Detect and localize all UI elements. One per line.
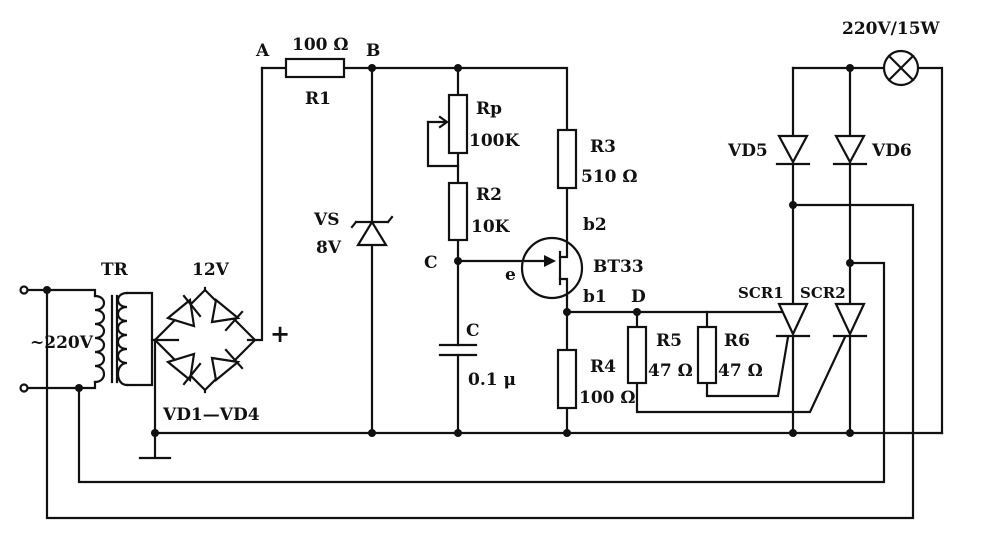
vd6-name-label: VD6 [871, 141, 912, 161]
junction-dots [43, 64, 854, 437]
b2-label: b2 [583, 215, 607, 235]
r2-value-label: 10K [471, 217, 511, 237]
r4-name-label: R4 [590, 357, 616, 377]
node-c-label: C [424, 253, 438, 273]
scr1 [775, 302, 811, 338]
ujt-name-label: BT33 [593, 257, 644, 277]
scr2-name-label: SCR2 [800, 284, 846, 302]
ac-terminal-top [19, 285, 29, 295]
r1-name-label: R1 [305, 89, 331, 109]
r5-value-label: 47 Ω [648, 361, 693, 381]
ujt-bt33 [520, 236, 584, 300]
ac-voltage-label: ~220V [30, 333, 94, 353]
rp-value-label: 100K [469, 131, 520, 151]
r2-name-label: R2 [476, 185, 502, 205]
lamp-rating-label: 220V/15W [842, 19, 941, 39]
cap-value-label: 0.1 μ [468, 370, 516, 390]
cap-name-label: C [466, 321, 480, 341]
lamp-icon [882, 49, 920, 87]
e-label: e [505, 265, 516, 285]
scr1-name-label: SCR1 [738, 284, 784, 302]
resistor-r2 [447, 181, 469, 242]
node-a-label: A [255, 41, 270, 61]
resistor-rp [447, 93, 469, 155]
resistor-r3 [556, 128, 578, 190]
rp-name-label: Rp [476, 99, 502, 119]
node-b-label: B [366, 41, 380, 61]
scr2 [832, 302, 868, 338]
ac-terminal-bottom [19, 383, 29, 393]
tr-name-label: TR [101, 260, 129, 280]
r3-name-label: R3 [590, 137, 616, 157]
vd5-name-label: VD5 [727, 141, 768, 161]
v12-label: 12V [192, 260, 230, 280]
transformer-tr [93, 291, 129, 387]
capacitor-c [438, 343, 478, 357]
wires [26, 66, 944, 520]
node-d-label: D [631, 287, 646, 307]
b1-label: b1 [583, 287, 607, 307]
r6-name-label: R6 [724, 331, 750, 351]
r1-value-label: 100 Ω [292, 35, 349, 55]
vs-name-label: VS [313, 210, 339, 230]
resistor-r1 [284, 57, 346, 79]
r3-value-label: 510 Ω [581, 167, 638, 187]
diode-vd5 [775, 134, 811, 166]
plus-label: + [270, 319, 290, 348]
rp-wiper-arrow [426, 115, 449, 129]
zener-diode-vs [350, 215, 394, 247]
resistor-r5 [626, 325, 648, 385]
diode-vd6 [832, 134, 868, 166]
r5-name-label: R5 [656, 331, 682, 351]
resistor-r6 [696, 325, 718, 385]
bridge-rectifier [153, 288, 257, 392]
bridge-name-label: VD1—VD4 [162, 405, 260, 425]
vs-value-label: 8V [316, 238, 342, 258]
r4-value-label: 100 Ω [579, 388, 636, 408]
resistor-r4 [556, 348, 578, 410]
r6-value-label: 47 Ω [718, 361, 763, 381]
